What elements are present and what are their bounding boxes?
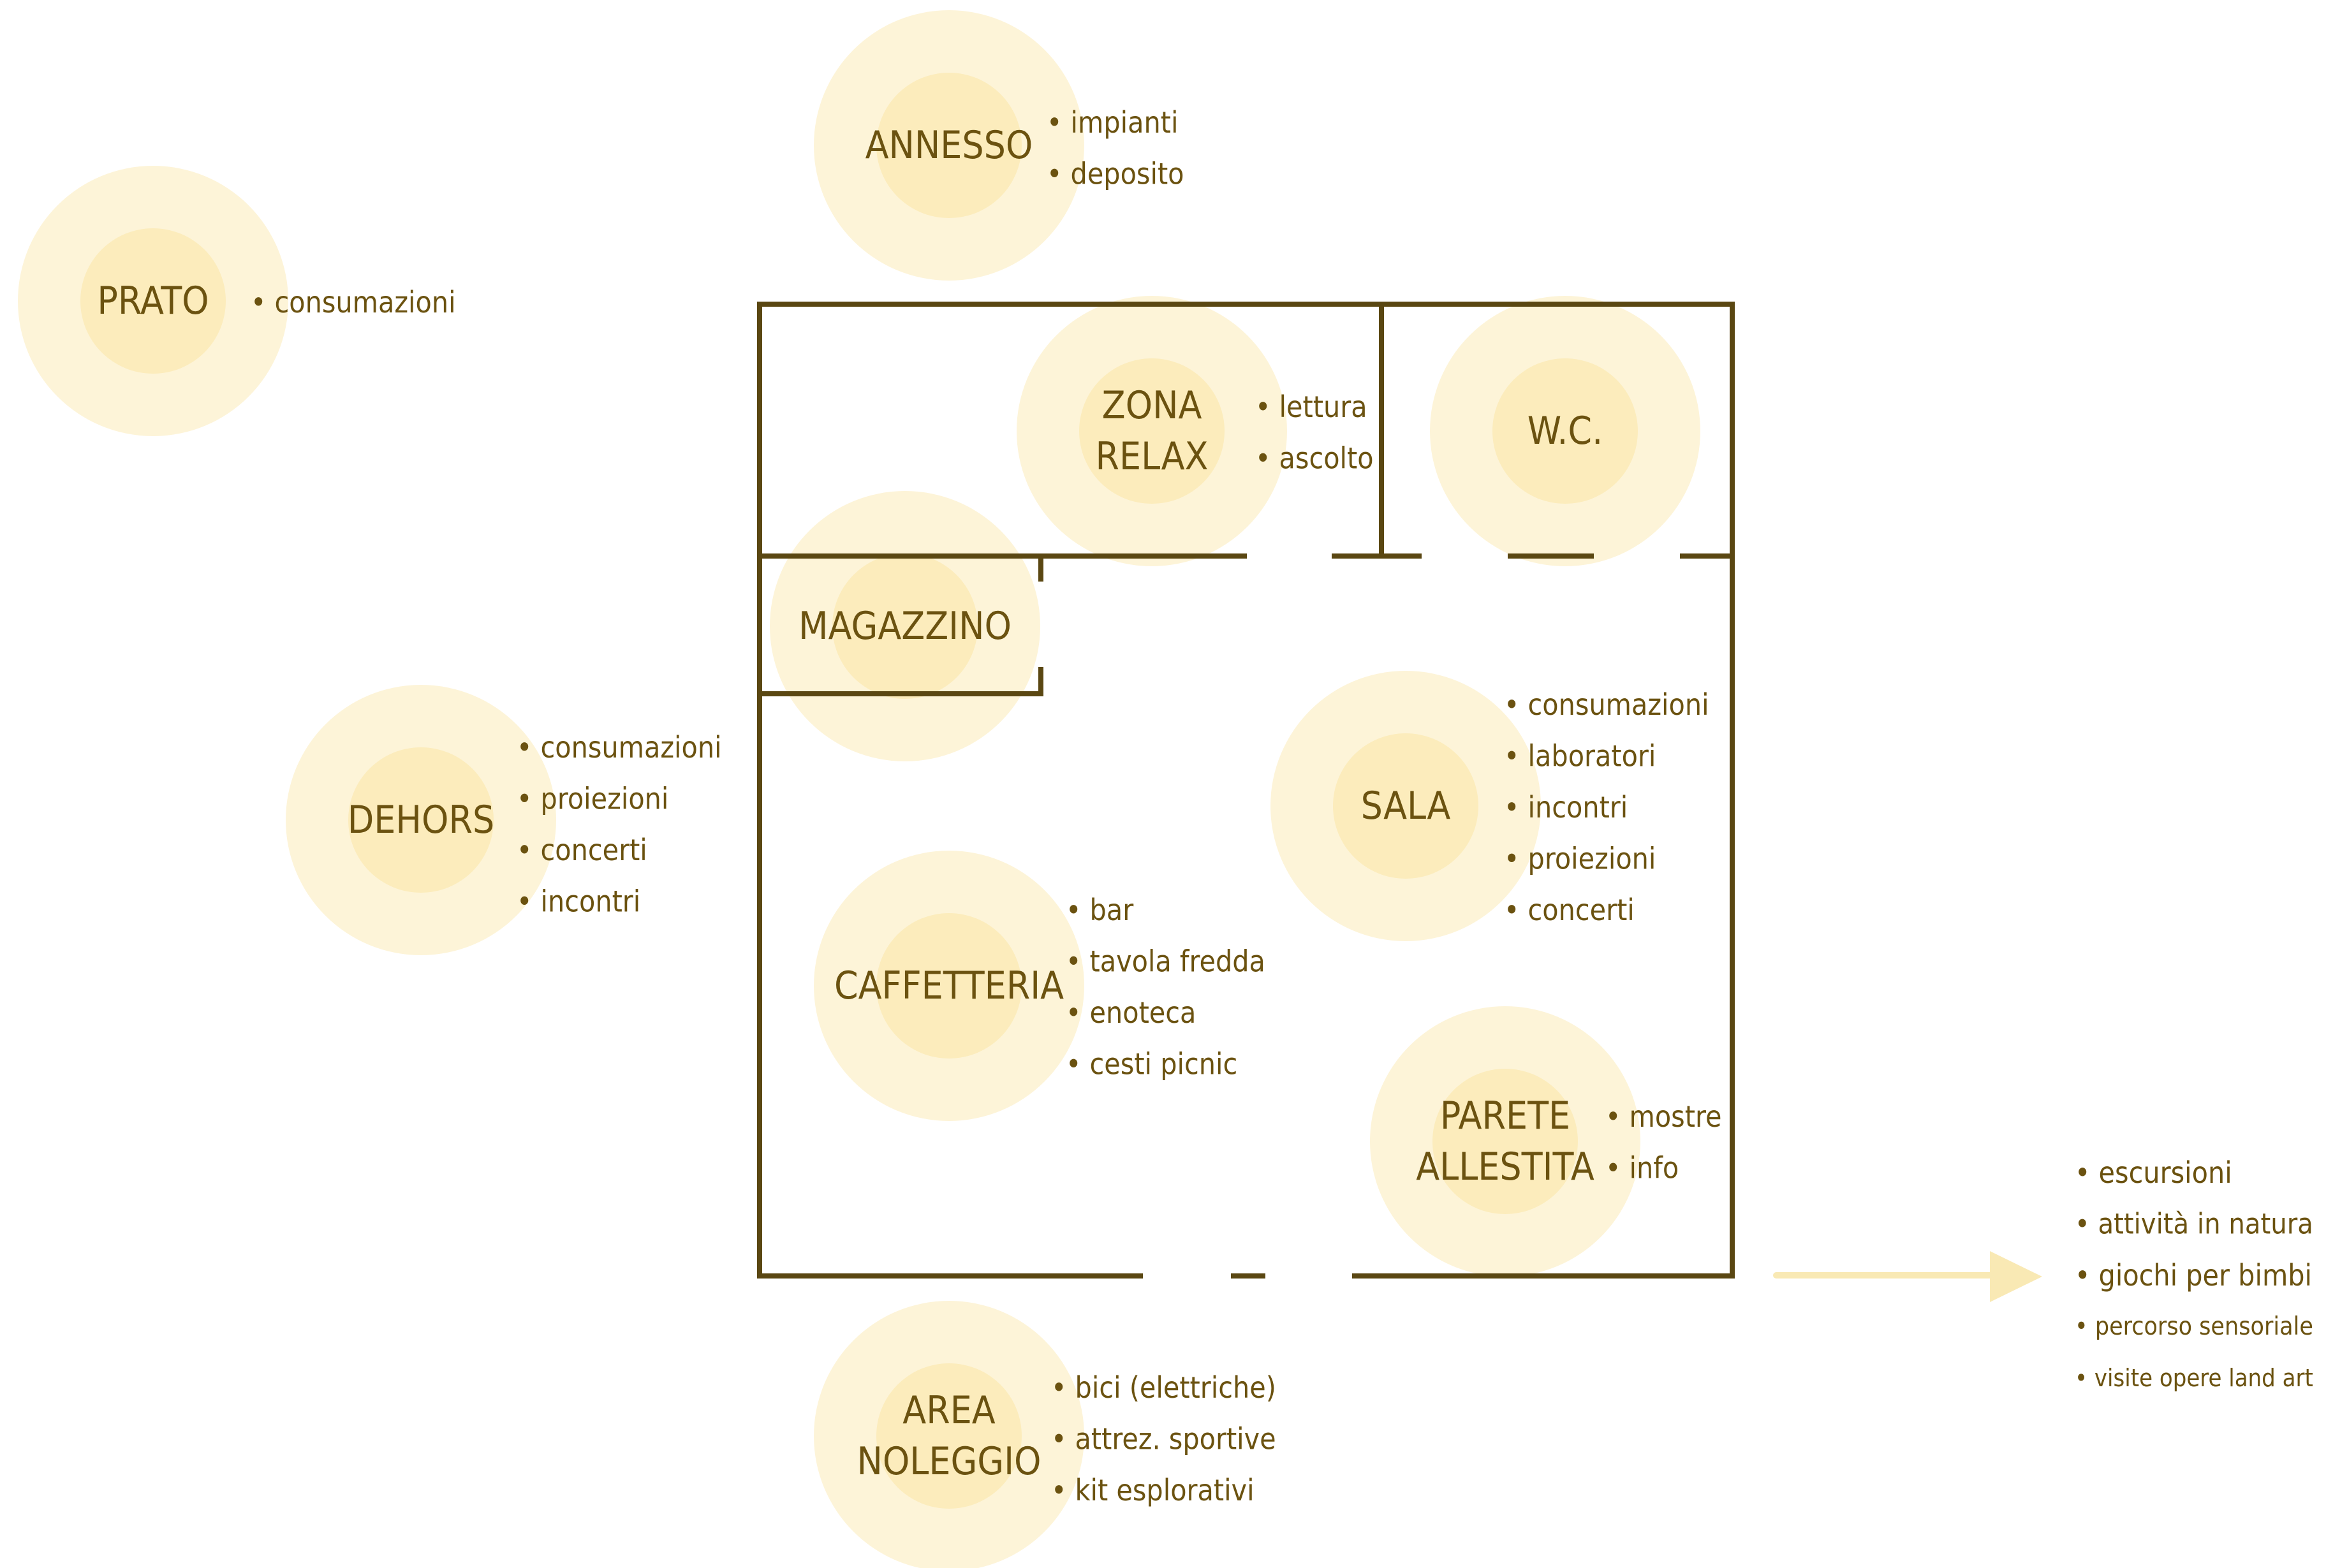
prato-halo-inner <box>80 228 226 374</box>
outside-activities-list: • escursioni • attività in natura • giochi… <box>2075 1155 2313 1392</box>
building-walls <box>757 302 1735 1279</box>
caffetteria-item: • tavola fredda <box>1066 944 1265 979</box>
outside-activity-item: • visite opere land art <box>2075 1364 2313 1392</box>
annesso-halo-inner <box>876 73 1022 218</box>
parete-allestita-item: • mostre <box>1605 1099 1721 1134</box>
outside-activity-item: • attività in natura <box>2075 1208 2313 1241</box>
zone-texts: PRATO • consumazioni ANNESSO • impianti • de… <box>97 105 1721 1507</box>
sala-halo-inner <box>1333 733 1478 879</box>
area-noleggio-item: • attrez. sportive <box>1051 1422 1276 1456</box>
parete-allestita-halo-inner <box>1432 1069 1578 1214</box>
sala-item: • concerti <box>1504 893 1635 927</box>
zona-relax-halo-inner <box>1079 358 1225 504</box>
prato-label-line: PRATO <box>97 279 209 323</box>
sala-label-line: SALA <box>1361 784 1451 828</box>
dehors-label-line: DEHORS <box>348 798 495 842</box>
sala-item: • consumazioni <box>1504 687 1709 722</box>
area-noleggio-label-line: NOLEGGIO <box>857 1439 1041 1484</box>
outside-activity-item: • percorso sensoriale <box>2075 1312 2313 1341</box>
zona-relax-item: • ascolto <box>1255 441 1374 476</box>
caffetteria-item: • enoteca <box>1066 995 1196 1030</box>
annesso-item: • impianti <box>1047 105 1178 140</box>
area-noleggio-halo-inner <box>876 1363 1022 1509</box>
wc-label-line: W.C. <box>1527 409 1603 453</box>
sala-item: • laboratori <box>1504 739 1656 773</box>
dehors-item: • consumazioni <box>517 730 722 765</box>
magazzino-label-line: MAGAZZINO <box>799 604 1012 648</box>
parete-allestita-label-line: PARETE <box>1440 1094 1570 1138</box>
arrow-head <box>1990 1251 2042 1302</box>
outside-arrow <box>1773 1251 2042 1302</box>
outside-activity-item: • escursioni <box>2075 1155 2232 1190</box>
prato-item: • consumazioni <box>251 285 456 319</box>
dehors-halo-inner <box>348 747 494 893</box>
dehors-item: • incontri <box>517 884 640 919</box>
caffetteria-label-line: CAFFETTERIA <box>834 964 1064 1008</box>
wc-halo-inner <box>1492 358 1638 504</box>
zona-relax-label-line: ZONA <box>1102 383 1202 428</box>
outside-activity-item: • giochi per bimbi <box>2075 1258 2312 1293</box>
annesso-label-line: ANNESSO <box>865 123 1033 168</box>
caffetteria-item: • bar <box>1066 893 1134 927</box>
parete-allestita-item: • info <box>1605 1151 1679 1185</box>
parete-allestita-label-line: ALLESTITA <box>1416 1145 1594 1189</box>
zona-relax-label-line: RELAX <box>1096 434 1209 479</box>
dehors-item: • proiezioni <box>517 782 668 816</box>
caffetteria-halo-inner <box>876 913 1022 1059</box>
area-noleggio-item: • bici (elettriche) <box>1051 1370 1276 1405</box>
sala-item: • proiezioni <box>1504 842 1656 876</box>
zona-relax-item: • lettura <box>1255 390 1367 424</box>
magazzino-halo-inner <box>832 553 978 699</box>
area-noleggio-label-line: AREA <box>902 1388 996 1433</box>
area-noleggio-item: • kit esplorativi <box>1051 1473 1255 1507</box>
sala-item: • incontri <box>1504 790 1628 824</box>
annesso-item: • deposito <box>1047 157 1184 191</box>
dehors-item: • concerti <box>517 833 647 867</box>
caffetteria-item: • cesti picnic <box>1066 1047 1237 1081</box>
